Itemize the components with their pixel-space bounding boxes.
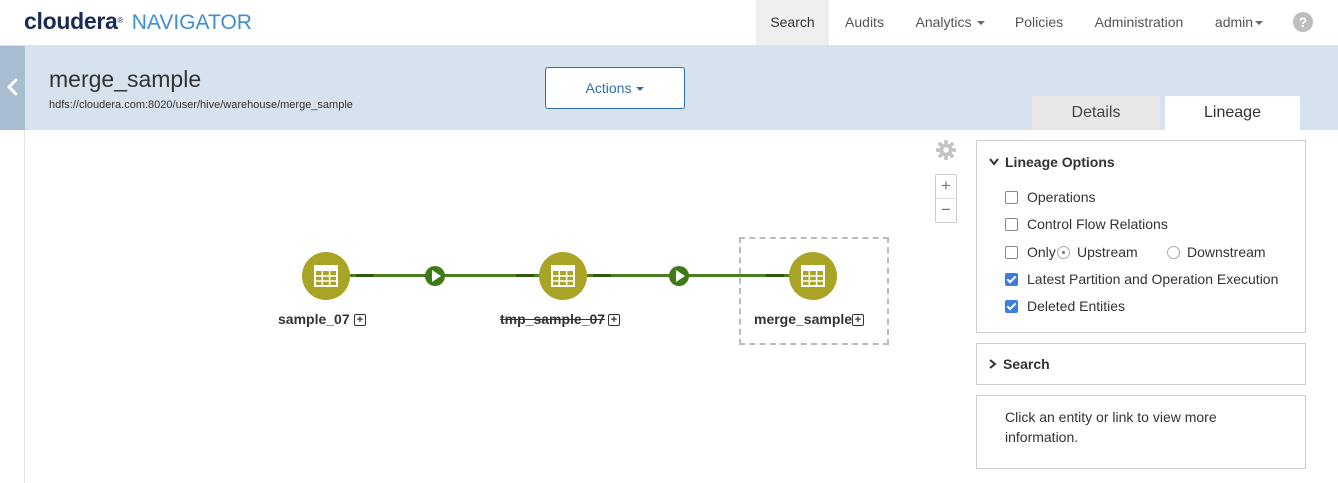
tab-details[interactable]: Details [1032, 96, 1160, 130]
control-flow-checkbox[interactable] [1005, 217, 1018, 231]
caret-down-icon [636, 87, 645, 92]
nav-user-menu[interactable]: admin [1204, 0, 1274, 45]
node-label[interactable]: tmp_sample_07 [500, 311, 606, 327]
top-navbar: cloudera® NAVIGATOR Search Audits Analyt… [0, 0, 1338, 46]
search-panel: Search [976, 343, 1306, 385]
downstream-radio[interactable] [1167, 245, 1180, 259]
option-operations[interactable]: Operations [1005, 189, 1095, 205]
option-downstream[interactable]: Downstream [1165, 244, 1266, 260]
expand-plus-icon[interactable]: + [354, 314, 366, 326]
edge-endpoint [516, 274, 534, 277]
zoom-out-button[interactable]: − [941, 200, 951, 219]
actions-label: Actions [585, 80, 632, 96]
only-checkbox[interactable] [1005, 245, 1018, 259]
lineage-node-sample-07[interactable] [302, 252, 350, 300]
play-icon [676, 270, 685, 282]
info-message: Click an entity or link to view more inf… [1005, 409, 1217, 445]
lineage-options-title: Lineage Options [1005, 154, 1115, 170]
selected-entity-outline [739, 237, 889, 345]
node-label[interactable]: merge_sample [754, 311, 853, 327]
entity-info-panel: Click an entity or link to view more inf… [976, 395, 1306, 469]
play-icon [432, 270, 441, 282]
option-latest-partition[interactable]: Latest Partition and Operation Execution [1005, 271, 1278, 287]
gear-icon[interactable] [935, 139, 957, 161]
table-icon [314, 265, 338, 287]
operations-label: Operations [1027, 189, 1096, 205]
lineage-edge[interactable] [350, 274, 540, 277]
latest-partition-checkbox[interactable] [1005, 272, 1018, 286]
table-icon [551, 265, 575, 287]
option-upstream[interactable]: Upstream [1055, 244, 1138, 260]
page-title: merge_sample [49, 66, 202, 92]
upstream-label: Upstream [1077, 244, 1138, 260]
lineage-node-tmp-sample-07[interactable] [539, 252, 587, 300]
upstream-radio[interactable] [1057, 245, 1070, 259]
option-deleted-entities[interactable]: Deleted Entities [1005, 298, 1125, 314]
help-icon[interactable]: ? [1293, 12, 1313, 32]
caret-down-icon [1255, 21, 1264, 26]
chevron-down-icon [989, 158, 999, 166]
node-label[interactable]: sample_07 [278, 311, 350, 327]
nav-audits[interactable]: Audits [845, 14, 884, 30]
collapse-sidebar-button[interactable] [0, 46, 25, 130]
nav-analytics[interactable]: Analytics [900, 0, 1000, 45]
operation-play-icon[interactable] [669, 266, 689, 286]
caret-down-icon [976, 21, 985, 26]
downstream-label: Downstream [1187, 244, 1266, 260]
latest-partition-label: Latest Partition and Operation Execution [1027, 271, 1279, 287]
edge-endpoint [593, 274, 611, 277]
nav-search[interactable]: Search [756, 0, 829, 45]
tab-lineage[interactable]: Lineage [1165, 96, 1300, 130]
operations-checkbox[interactable] [1005, 190, 1018, 204]
expand-plus-icon[interactable]: + [608, 314, 620, 326]
nav-administration[interactable]: Administration [1094, 14, 1184, 30]
lineage-node-merge-sample[interactable] [789, 252, 837, 300]
entity-header: merge_sample hdfs://cloudera.com:8020/us… [0, 46, 1338, 130]
lineage-options-header[interactable]: Lineage Options [989, 154, 1115, 170]
zoom-control: + − [935, 174, 957, 223]
lineage-options-panel: Lineage Options Operations Control Flow … [976, 140, 1306, 333]
search-panel-header[interactable]: Search [989, 356, 1050, 372]
nav-policies[interactable]: Policies [1014, 14, 1064, 30]
table-icon [801, 265, 825, 287]
only-label: Only [1027, 244, 1056, 260]
actions-button[interactable]: Actions [545, 67, 685, 109]
deleted-entities-checkbox[interactable] [1005, 299, 1018, 313]
logo-brand: cloudera [24, 8, 118, 34]
canvas-border [24, 130, 25, 483]
chevron-left-icon [7, 78, 18, 96]
registered-mark: ® [117, 16, 124, 25]
nav-analytics-label: Analytics [915, 14, 972, 30]
entity-path: hdfs://cloudera.com:8020/user/hive/wareh… [49, 99, 353, 111]
option-only[interactable]: Only [1005, 244, 1056, 260]
nav-user-label: admin [1214, 14, 1254, 30]
search-panel-title: Search [1003, 356, 1050, 372]
expand-plus-icon[interactable]: + [852, 314, 864, 326]
edge-endpoint [766, 274, 784, 277]
control-flow-label: Control Flow Relations [1027, 216, 1168, 232]
deleted-entities-label: Deleted Entities [1027, 298, 1126, 314]
option-control-flow[interactable]: Control Flow Relations [1005, 216, 1168, 232]
edge-endpoint [356, 274, 374, 277]
logo-product: NAVIGATOR [131, 11, 252, 34]
chevron-right-icon [989, 359, 997, 370]
cloudera-navigator-logo[interactable]: cloudera® NAVIGATOR [24, 8, 252, 36]
operation-play-icon[interactable] [425, 266, 445, 286]
zoom-in-button[interactable]: + [936, 175, 956, 199]
